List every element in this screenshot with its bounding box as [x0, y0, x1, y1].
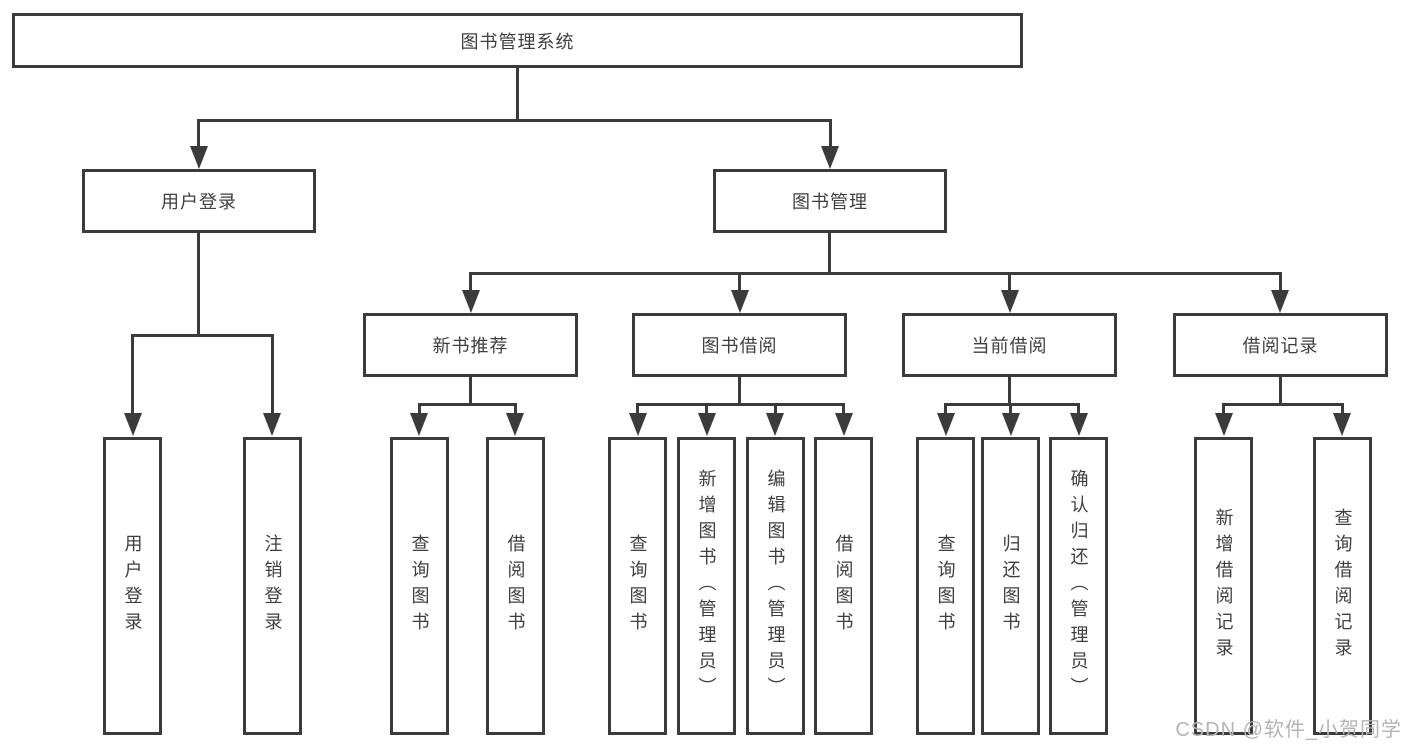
arrowhead-icon [124, 413, 142, 436]
leaf-bookborrow-add: 新增图书（管理员） [677, 437, 736, 735]
connector-line [1077, 403, 1080, 415]
arrowhead-icon [190, 146, 208, 169]
connector-line [514, 403, 517, 415]
leaf-records-query-label: 查询借阅记录 [1332, 508, 1353, 664]
node-current-borrow: 当前借阅 [902, 313, 1117, 377]
node-book-management: 图书管理 [713, 169, 947, 233]
connector-line [1008, 272, 1011, 292]
connector-line [516, 68, 519, 120]
connector-line [1008, 377, 1011, 406]
connector-line [829, 119, 832, 149]
node-book-management-label: 图书管理 [792, 192, 868, 212]
leaf-bookborrow-query-label: 查询图书 [627, 534, 648, 638]
arrowhead-icon [506, 413, 524, 436]
connector-line [469, 272, 1282, 275]
connector-line [469, 272, 472, 292]
arrowhead-icon [1333, 413, 1351, 436]
node-root: 图书管理系统 [12, 13, 1023, 68]
connector-line [131, 334, 274, 337]
connector-line [469, 377, 472, 406]
connector-line [1341, 403, 1344, 415]
leaf-current-confirm: 确认归还（管理员） [1049, 437, 1108, 735]
leaf-newbooks-query: 查询图书 [390, 437, 449, 735]
connector-line [1009, 403, 1012, 415]
node-user-login: 用户登录 [82, 169, 316, 233]
leaf-bookborrow-edit-label: 编辑图书（管理员） [765, 469, 786, 703]
arrowhead-icon [629, 413, 647, 436]
node-new-books: 新书推荐 [363, 313, 578, 377]
node-book-borrow-label: 图书借阅 [701, 336, 778, 356]
arrowhead-icon [1070, 413, 1088, 436]
node-borrow-records-label: 借阅记录 [1242, 336, 1319, 356]
connector-line [1222, 403, 1344, 406]
leaf-user-login: 用户登录 [103, 437, 162, 735]
node-root-label: 图书管理系统 [460, 31, 575, 52]
watermark-text: CSDN @软件_小贺同学 [1175, 719, 1402, 741]
leaf-newbooks-borrow: 借阅图书 [486, 437, 545, 735]
connector-line [1279, 272, 1282, 292]
connector-line [197, 119, 200, 149]
leaf-user-login-label: 用户登录 [122, 534, 143, 638]
leaf-bookborrow-borrow: 借阅图书 [814, 437, 873, 735]
arrowhead-icon [698, 413, 716, 436]
node-book-borrow: 图书借阅 [632, 313, 847, 377]
connector-line [738, 272, 741, 292]
leaf-records-add: 新增借阅记录 [1194, 437, 1253, 735]
arrowhead-icon [937, 413, 955, 436]
leaf-records-add-label: 新增借阅记录 [1213, 508, 1234, 664]
leaf-bookborrow-query: 查询图书 [608, 437, 667, 735]
arrowhead-icon [462, 290, 480, 313]
arrowhead-icon [766, 413, 784, 436]
arrowhead-icon [821, 146, 839, 169]
node-borrow-records: 借阅记录 [1173, 313, 1388, 377]
leaf-current-confirm-label: 确认归还（管理员） [1068, 469, 1089, 703]
connector-line [1222, 403, 1225, 415]
connector-line [828, 233, 831, 275]
leaf-newbooks-query-label: 查询图书 [409, 534, 430, 638]
connector-line [418, 403, 517, 406]
node-new-books-label: 新书推荐 [432, 336, 509, 356]
leaf-bookborrow-edit: 编辑图书（管理员） [746, 437, 805, 735]
leaf-logout: 注销登录 [243, 437, 302, 735]
connector-line [197, 233, 200, 336]
leaf-newbooks-borrow-label: 借阅图书 [505, 534, 526, 638]
leaf-current-query-label: 查询图书 [935, 534, 956, 638]
connector-line [418, 403, 421, 415]
connector-line [738, 377, 741, 406]
arrowhead-icon [835, 413, 853, 436]
connector-line [131, 334, 134, 414]
arrowhead-icon [1271, 290, 1289, 313]
arrowhead-icon [1002, 413, 1020, 436]
arrowhead-icon [410, 413, 428, 436]
connector-line [636, 403, 845, 406]
connector-line [705, 403, 708, 415]
connector-line [1279, 377, 1282, 406]
connector-line [774, 403, 777, 415]
leaf-logout-label: 注销登录 [262, 534, 283, 638]
connector-line [636, 403, 639, 415]
node-user-login-label: 用户登录 [161, 192, 237, 212]
leaf-current-query: 查询图书 [916, 437, 975, 735]
connector-line [944, 403, 1080, 406]
arrowhead-icon [1215, 413, 1233, 436]
connector-line [197, 119, 832, 122]
leaf-bookborrow-add-label: 新增图书（管理员） [696, 469, 717, 703]
node-current-borrow-label: 当前借阅 [971, 336, 1048, 356]
connector-line [271, 334, 274, 414]
leaf-current-return: 归还图书 [981, 437, 1040, 735]
arrowhead-icon [263, 413, 281, 436]
connector-line [944, 403, 947, 415]
leaf-records-query: 查询借阅记录 [1313, 437, 1372, 735]
leaf-bookborrow-borrow-label: 借阅图书 [833, 534, 854, 638]
leaf-current-return-label: 归还图书 [1000, 534, 1021, 638]
arrowhead-icon [731, 290, 749, 313]
arrowhead-icon [1001, 290, 1019, 313]
connector-line [842, 403, 845, 415]
